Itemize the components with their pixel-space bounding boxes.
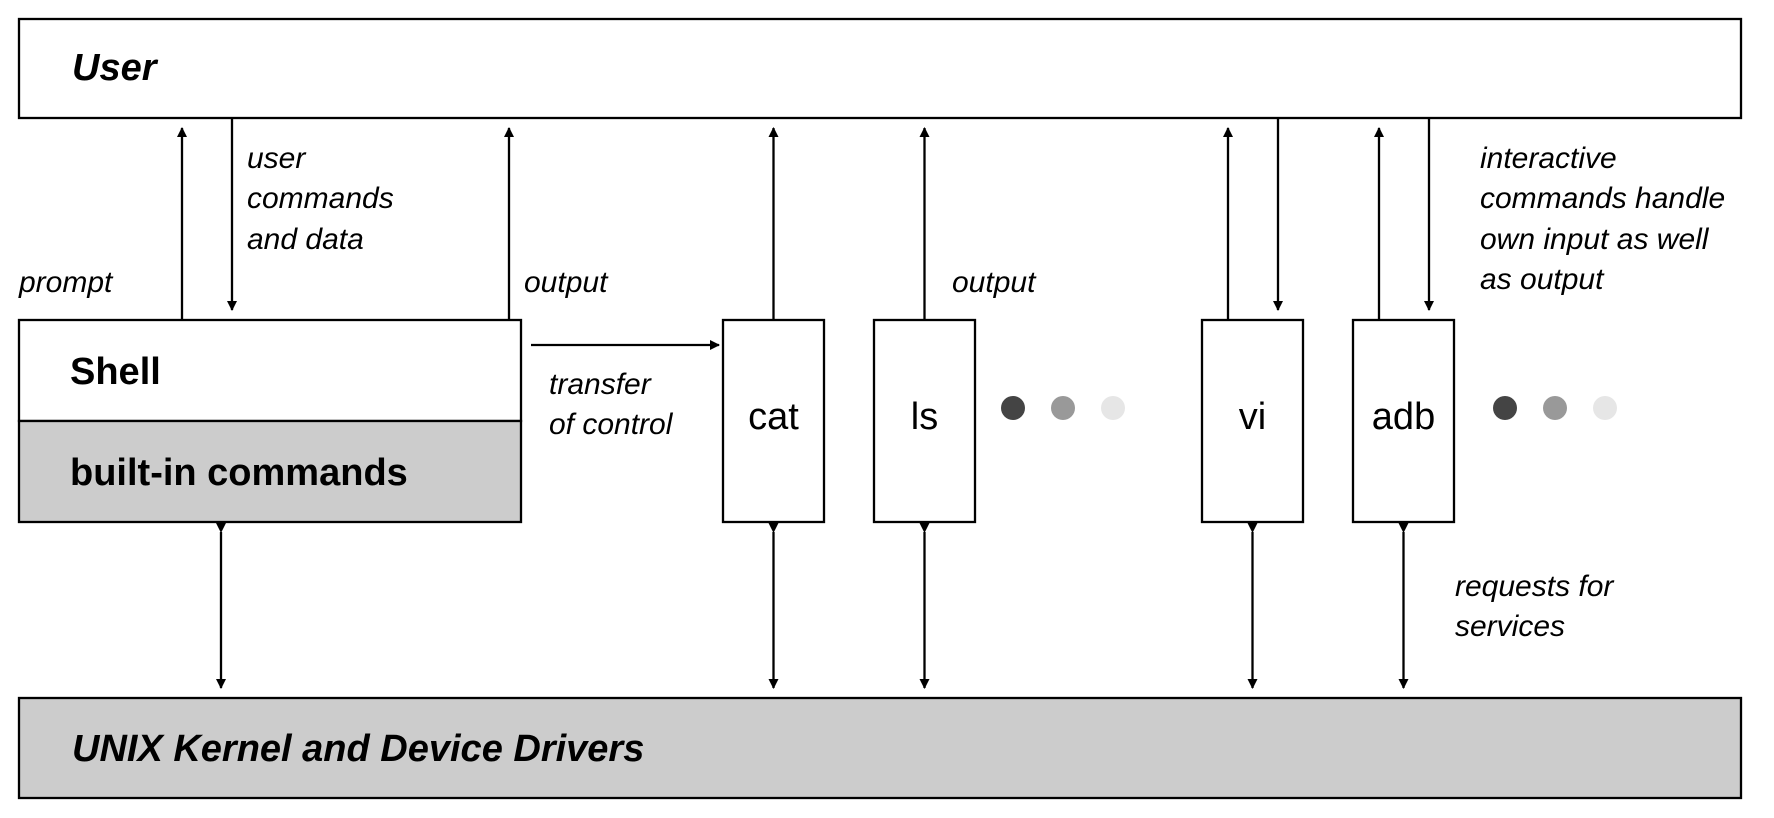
user-box <box>17 17 1743 120</box>
shell-output-label: output <box>524 266 609 299</box>
interactive-label: interactive commands handle own input as… <box>1480 142 1734 296</box>
prompt-label: prompt <box>18 266 114 299</box>
kernel-box <box>17 696 1743 800</box>
ellipsis-dot-light-2 <box>1593 396 1617 420</box>
shell-box <box>17 318 523 423</box>
builtin-commands-box <box>17 419 523 524</box>
commands-output-label: output <box>952 266 1037 299</box>
requests-label: requests for services <box>1455 570 1622 643</box>
interactive-line-4: as output <box>1480 263 1605 296</box>
ellipsis-dot-mid <box>1051 396 1075 420</box>
ls-label: ls <box>911 396 938 438</box>
shell-box-label: Shell <box>70 351 161 393</box>
ellipsis-dot-mid-2 <box>1543 396 1567 420</box>
kernel-box-label: UNIX Kernel and Device Drivers <box>72 728 644 770</box>
interactive-line-2: commands handle <box>1480 182 1725 215</box>
builtin-commands-label: built-in commands <box>70 452 408 494</box>
requests-line-1: requests for <box>1455 570 1614 603</box>
user-commands-line-3: and data <box>247 223 364 256</box>
user-commands-label: user commands and data <box>247 142 402 256</box>
user-commands-line-1: user <box>247 142 306 175</box>
interactive-line-3: own input as well <box>1480 223 1710 256</box>
cat-label: cat <box>748 396 799 438</box>
vi-box <box>1200 318 1305 524</box>
transfer-label: transfer of control <box>549 368 674 441</box>
vi-label: vi <box>1239 396 1266 438</box>
adb-label: adb <box>1372 396 1435 438</box>
adb-box <box>1351 318 1456 524</box>
ellipsis-dot-dark-2 <box>1493 396 1517 420</box>
ellipsis-dot-dark <box>1001 396 1025 420</box>
user-box-label: User <box>72 47 159 89</box>
interactive-line-1: interactive <box>1480 142 1617 175</box>
user-commands-line-2: commands <box>247 182 394 215</box>
ellipsis-dot-light <box>1101 396 1125 420</box>
ls-box <box>872 318 977 524</box>
requests-line-2: services <box>1455 610 1565 643</box>
transfer-line-2: of control <box>549 408 674 441</box>
transfer-line-1: transfer <box>549 368 652 401</box>
